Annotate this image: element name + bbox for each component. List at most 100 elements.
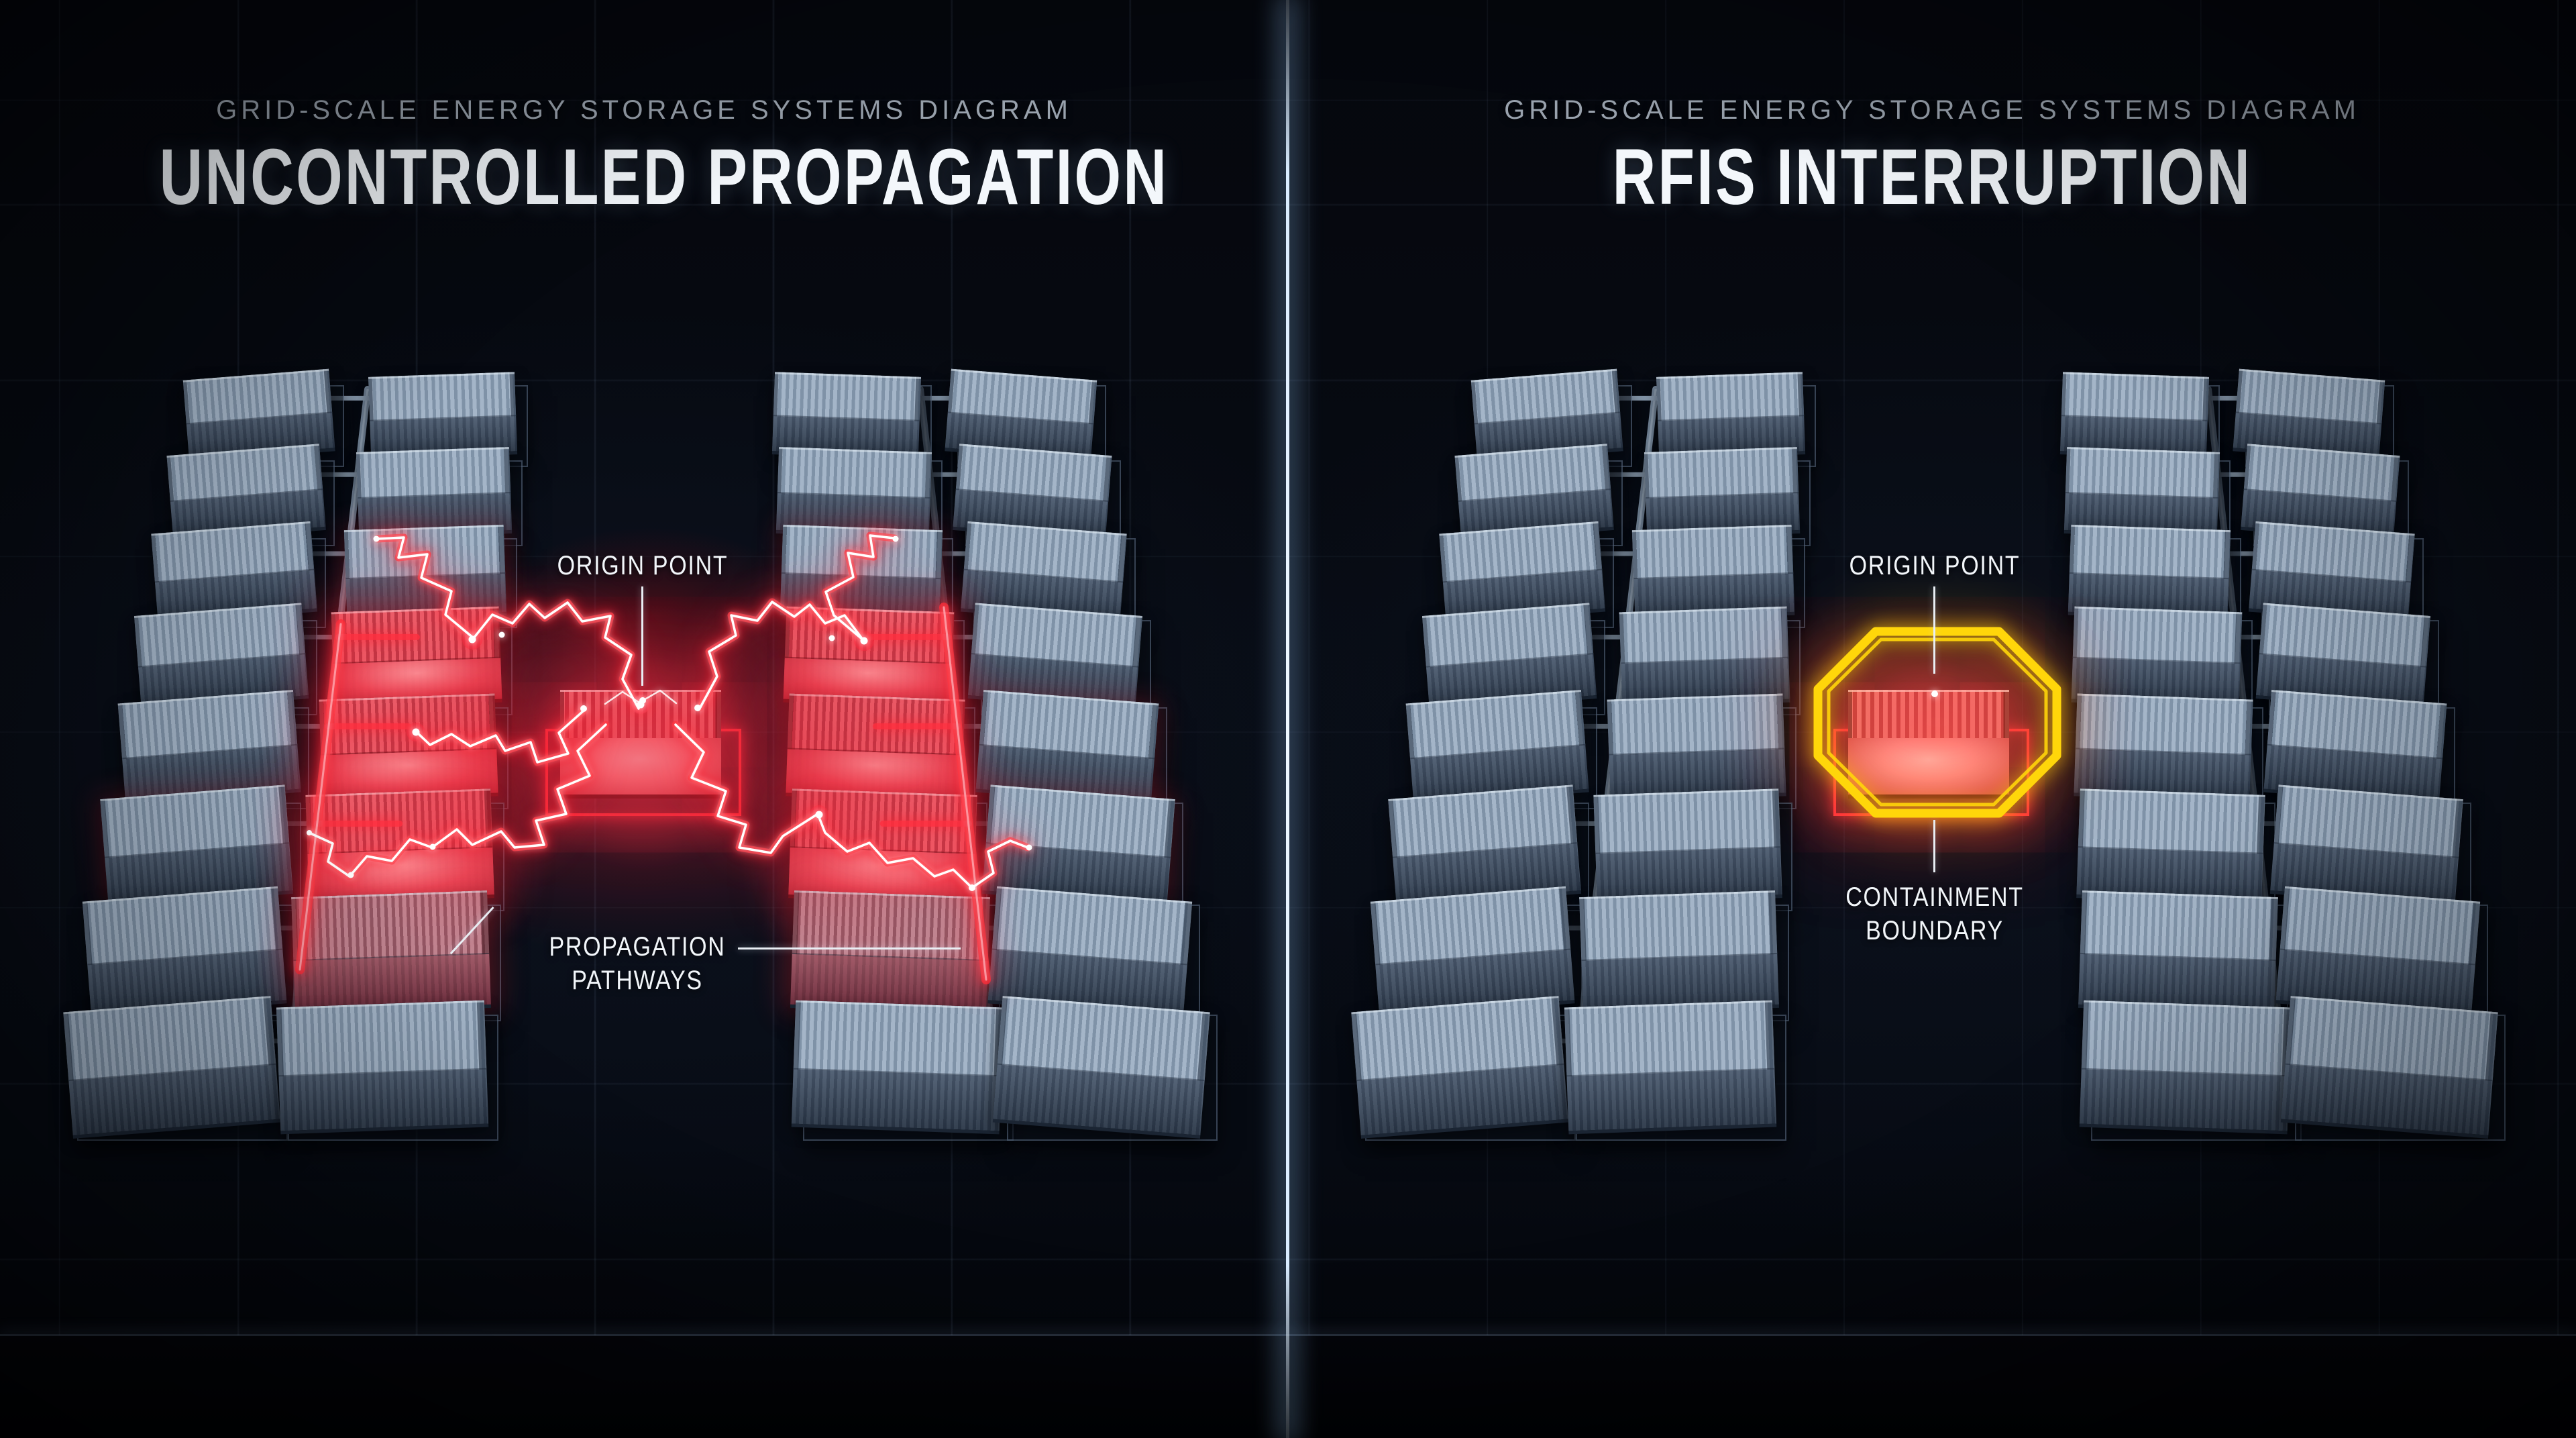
storage-container-affected	[783, 606, 965, 715]
storage-container	[1388, 784, 1590, 911]
storage-container	[344, 524, 518, 628]
storage-container	[2263, 689, 2455, 809]
panel-title: RFIS INTERRUPTION	[1612, 133, 2252, 221]
storage-container-affected	[319, 693, 508, 809]
storage-container	[2068, 524, 2241, 628]
leader-line	[1933, 820, 1935, 872]
storage-container	[1470, 368, 1632, 467]
containment-boundary-label: CONTAINMENT BOUNDARY	[1845, 882, 2024, 945]
storage-container	[1454, 444, 1623, 546]
storage-container	[2078, 890, 2289, 1021]
container-roof	[1593, 788, 1780, 855]
container-roof	[368, 372, 517, 421]
storage-container	[1564, 1000, 1786, 1141]
container-roof	[305, 788, 492, 855]
container-roof	[1564, 1000, 1775, 1077]
storage-container	[100, 784, 302, 911]
storage-container	[775, 447, 943, 546]
storage-container	[356, 447, 523, 546]
container-roof	[2065, 447, 2220, 499]
panel-uncontrolled-propagation: GRID-SCALE ENERGY STORAGE SYSTEMS DIAGRA…	[63, 95, 1218, 1141]
container-roof	[2081, 1000, 2292, 1077]
origin-container	[1833, 690, 2029, 816]
storage-container	[1351, 996, 1576, 1141]
panel-subtitle: GRID-SCALE ENERGY STORAGE SYSTEMS DIAGRA…	[1504, 95, 2360, 125]
container-roof	[319, 693, 496, 756]
storage-container	[1405, 689, 1597, 809]
container-roof	[792, 890, 991, 962]
storage-container	[2076, 788, 2276, 911]
storage-container	[2269, 784, 2471, 911]
storage-container	[1422, 603, 1606, 715]
storage-container	[1656, 372, 1816, 467]
storage-container-affected	[305, 788, 504, 911]
container-roof	[344, 524, 506, 579]
storage-container	[276, 1000, 498, 1141]
panel-subtitle: GRID-SCALE ENERGY STORAGE SYSTEMS DIAGRA…	[216, 95, 1072, 125]
storage-container	[134, 603, 318, 715]
storage-container	[981, 784, 1183, 911]
container-roof	[788, 693, 965, 756]
storage-container	[945, 368, 1106, 467]
storage-container	[368, 372, 528, 467]
storage-container	[975, 689, 1167, 809]
storage-container	[1439, 521, 1614, 628]
panel-title: UNCONTROLLED PROPAGATION	[159, 133, 1169, 221]
storage-container	[2280, 996, 2506, 1141]
storage-container	[1370, 886, 1582, 1021]
container-roof	[2078, 788, 2265, 855]
container-roof	[2076, 693, 2253, 756]
origin-point-label: ORIGIN POINT	[557, 551, 729, 580]
storage-container	[2071, 606, 2253, 715]
storage-container	[2275, 886, 2488, 1021]
leader-line	[1933, 586, 1935, 674]
storage-container	[2059, 372, 2220, 467]
container-roof	[1656, 372, 1805, 421]
container-front	[560, 737, 721, 799]
container-front	[791, 1069, 1002, 1135]
storage-container-affected	[331, 606, 513, 715]
storage-container-affected	[788, 788, 988, 911]
storage-container	[790, 890, 1001, 1021]
storage-container	[780, 524, 953, 628]
container-roof	[781, 524, 943, 579]
container-roof	[331, 606, 501, 664]
storage-container-affected	[786, 693, 976, 809]
panel-divider-line	[1286, 0, 1289, 1438]
container-roof	[1578, 890, 1778, 962]
storage-container	[992, 996, 1218, 1141]
storage-container	[1632, 524, 1806, 628]
storage-container	[166, 444, 335, 546]
container-roof	[790, 788, 977, 855]
storage-container	[791, 1000, 1014, 1141]
propagation-pathways-label: PROPAGATION PATHWAYS	[549, 932, 726, 995]
container-roof	[276, 1000, 487, 1077]
storage-container	[771, 372, 932, 467]
storage-container	[2079, 1000, 2302, 1141]
container-front	[1848, 737, 2009, 799]
container-roof	[290, 890, 490, 962]
container-roof	[777, 447, 932, 499]
origin-container	[545, 690, 741, 816]
storage-container	[2241, 444, 2410, 546]
storage-container	[2256, 603, 2440, 715]
storage-container	[82, 886, 294, 1021]
storage-container	[2074, 693, 2264, 809]
storage-container	[968, 603, 1152, 715]
panel-rfis-interruption: GRID-SCALE ENERGY STORAGE SYSTEMS DIAGRA…	[1288, 0, 2576, 1438]
container-front	[2079, 1069, 2290, 1135]
storage-container	[182, 368, 344, 467]
storage-container	[151, 521, 326, 628]
storage-container	[63, 996, 288, 1141]
storage-container	[2063, 447, 2231, 546]
storage-container	[1593, 788, 1792, 911]
storage-container	[987, 886, 1200, 1021]
storage-container	[1619, 606, 1801, 715]
container-roof	[784, 606, 954, 664]
container-roof	[356, 447, 511, 499]
container-roof	[1619, 606, 1789, 664]
container-roof	[1644, 447, 1799, 499]
storage-container	[953, 444, 1122, 546]
storage-container	[290, 890, 501, 1021]
